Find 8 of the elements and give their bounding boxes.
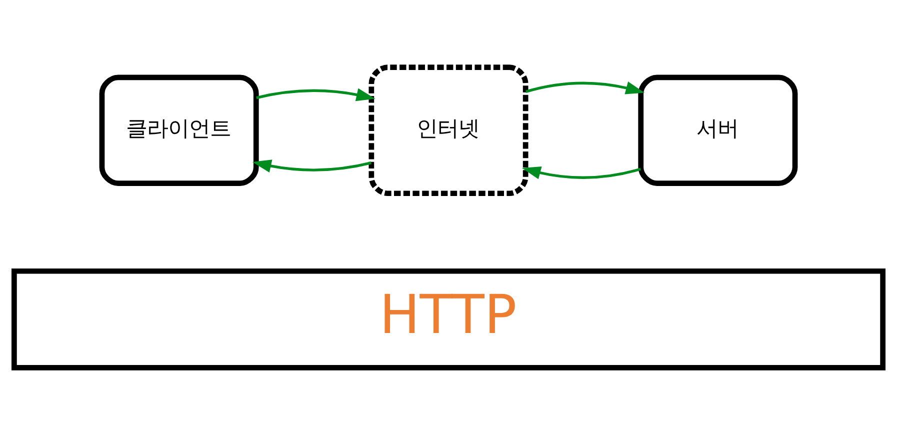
node-box: HTTP — [12, 268, 886, 370]
arrow — [252, 160, 372, 172]
arrow — [526, 82, 645, 94]
node-box: 인터넷 — [368, 64, 528, 196]
node-box: 클라이언트 — [99, 74, 259, 186]
node-box: 서버 — [638, 74, 798, 186]
arrow — [256, 88, 376, 102]
arrow — [522, 166, 642, 180]
